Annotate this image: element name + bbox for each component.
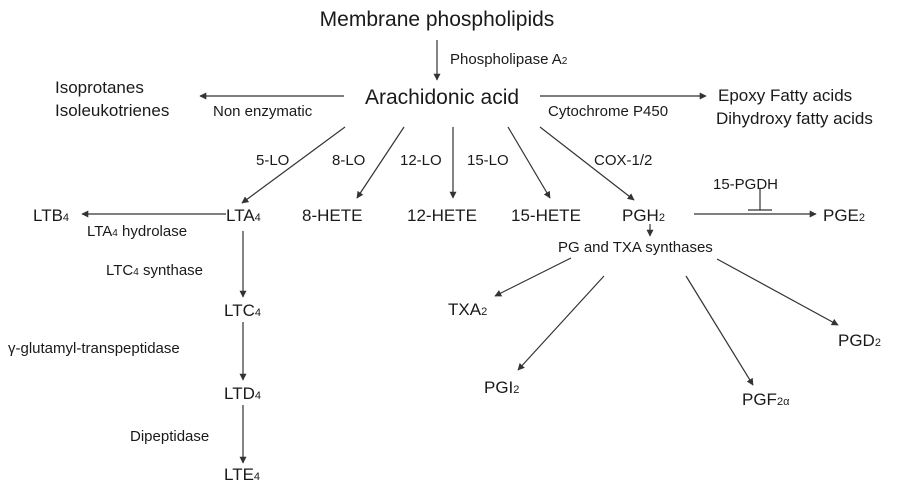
label-pg-and-txa-synthases: PG and TXA synthases [558,239,713,256]
label-cox-1-2: COX-1/2 [594,152,652,169]
node-pgh2: PGH2 [622,206,665,225]
node-pgd2: PGD2 [838,331,881,350]
nodes: Membrane phospholipids Arachidonic acid … [33,8,881,484]
label-15-lo: 15-LO [467,152,509,169]
label-ltc4-synthase: LTC4 synthase [106,262,203,279]
node-membrane-phospholipids: Membrane phospholipids [320,8,555,31]
arrow-aa-to-15hete [507,126,551,199]
node-15-hete: 15-HETE [511,206,581,225]
node-txa2: TXA2 [448,300,487,319]
node-pge2: PGE2 [823,206,865,225]
arrow-synthases-to-txa2 [494,257,572,297]
node-lta4: LTA4 [226,206,261,225]
arrow-synthases-to-pgd2 [716,258,839,326]
node-ltb4: LTB4 [33,206,69,225]
arrow-synthases-to-pgi2 [517,275,605,371]
arrow-aa-to-lta4 [241,126,346,204]
node-pgf2a: PGF2α [742,390,790,409]
label-cytochrome-p450: Cytochrome P450 [548,103,668,120]
label-12-lo: 12-LO [400,152,442,169]
node-epoxy-fatty-acids: Epoxy Fatty acids [718,86,852,105]
node-12-hete: 12-HETE [407,206,477,225]
node-arachidonic-acid: Arachidonic acid [365,86,519,109]
enzyme-labels: Phospholipase A2 Non enzymatic Cytochrom… [8,51,778,445]
arrow-aa-to-pgh2 [539,126,635,201]
label-dipeptidase: Dipeptidase [130,428,209,445]
label-5-lo: 5-LO [256,152,289,169]
edges [81,40,839,464]
label-lta4-hydrolase: LTA4 hydrolase [87,223,187,240]
arrow-aa-to-8hete [356,126,405,199]
label-non-enzymatic: Non enzymatic [213,103,313,120]
label-phospholipase-a2: Phospholipase A2 [450,51,568,68]
label-15-pgdh: 15-PGDH [713,176,778,193]
label-8-lo: 8-LO [332,152,365,169]
label-gamma-glutamyl-transpeptidase: γ-glutamyl-transpeptidase [8,340,180,357]
node-ltd4: LTD4 [224,384,261,403]
node-isoleukotrienes: Isoleukotrienes [55,101,169,120]
arrow-synthases-to-pgf2a [685,275,754,386]
node-lte4: LTE4 [224,465,260,484]
node-ltc4: LTC4 [224,301,261,320]
node-isoprotanes: Isoprotanes [55,78,144,97]
node-8-hete: 8-HETE [302,206,362,225]
node-pgi2: PGI2 [484,378,519,397]
node-dihydroxy-fatty-acids: Dihydroxy fatty acids [716,109,873,128]
